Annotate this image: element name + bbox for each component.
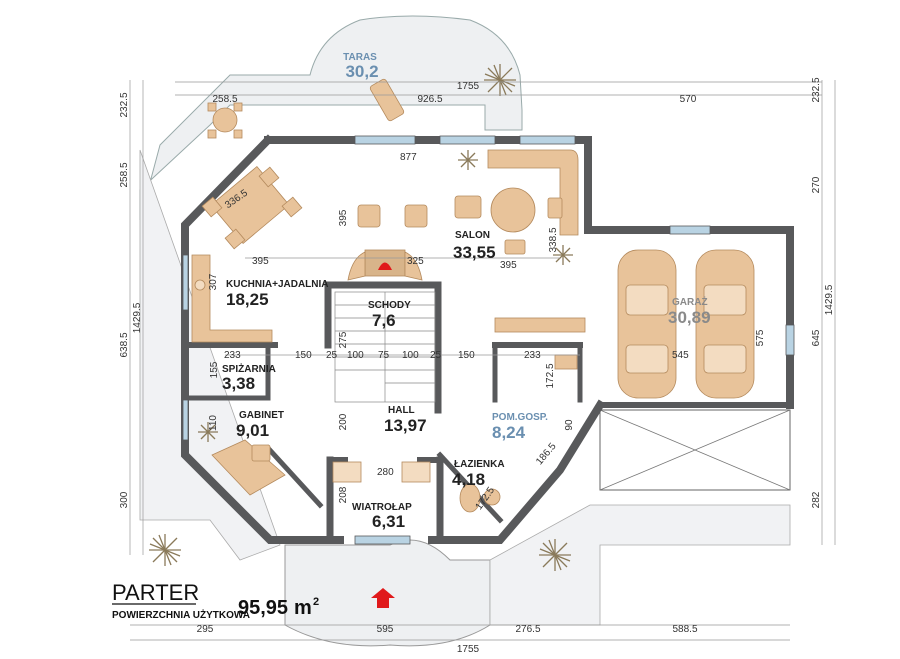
windows xyxy=(182,135,795,545)
dim-interior: 233 xyxy=(224,350,241,361)
walls xyxy=(181,134,794,544)
plant-icon xyxy=(149,64,573,571)
room-area-spizarnia: 3,38 xyxy=(222,374,255,393)
dim-right-2: 270 xyxy=(811,176,822,193)
legend-unit: m xyxy=(294,597,312,619)
dim-right-total: 1429.5 xyxy=(824,284,835,315)
legend-title: PARTER xyxy=(112,580,199,605)
dim-interior: 280 xyxy=(377,467,394,478)
dim-interior: 275 xyxy=(338,331,349,348)
legend-subtitle: POWIERZCHNIA UŻYTKOWA xyxy=(112,608,250,621)
dim-interior: 395 xyxy=(252,256,269,267)
staircase xyxy=(334,291,436,403)
dim-right-4: 282 xyxy=(811,491,822,508)
dim-interior: 172.5 xyxy=(545,363,556,388)
dim-interior: 25 xyxy=(430,350,442,361)
dim-interior: 25 xyxy=(326,350,338,361)
dimension-lines xyxy=(129,80,836,641)
room-area-taras: 30,2 xyxy=(345,62,378,81)
dim-interior: 395 xyxy=(338,209,349,226)
dim-top-total: 1755 xyxy=(457,81,480,92)
dim-interior: 150 xyxy=(295,350,312,361)
room-name-schody: SCHODY xyxy=(368,300,411,311)
legend-unit-sup: 2 xyxy=(313,596,319,608)
dim-interior: 877 xyxy=(400,152,417,163)
dim-interior: 233 xyxy=(524,350,541,361)
room-name-salon: SALON xyxy=(455,230,490,241)
room-area-wiatrolap: 6,31 xyxy=(372,512,405,531)
dim-interior: 545 xyxy=(672,350,689,361)
dim-top-2: 926.5 xyxy=(417,94,442,105)
dim-bottom-total: 1755 xyxy=(457,644,480,655)
room-name-lazienka: ŁAZIENKA xyxy=(454,459,505,470)
dimension-labels-right: 232.5 270 1429.5 645 282 xyxy=(811,77,835,508)
room-name-gabinet: GABINET xyxy=(239,410,284,421)
dim-interior: 110 xyxy=(208,415,219,431)
room-area-kuchnia: 18,25 xyxy=(226,290,269,309)
room-name-kuchnia: KUCHNIA+JADALNIA xyxy=(226,279,329,290)
room-area-schody: 7,6 xyxy=(372,311,396,330)
room-name-garaz: GARAŻ xyxy=(672,295,708,308)
dim-interior: 150 xyxy=(458,350,475,361)
room-labels: TARAS 30,2 SALON 33,55 KUCHNIA+JADALNIA … xyxy=(222,52,711,531)
room-area-gabinet: 9,01 xyxy=(236,421,269,440)
dimension-labels-bottom: 295 595 276.5 588.5 1755 xyxy=(197,624,698,655)
room-area-garaz: 30,89 xyxy=(668,308,711,327)
dim-interior: 208 xyxy=(338,486,349,503)
dim-left-2: 258.5 xyxy=(119,162,130,187)
room-name-taras: TARAS xyxy=(343,52,377,63)
room-name-spizarnia: SPIŻARNIA xyxy=(222,362,276,375)
room-area-pomgosp: 8,24 xyxy=(492,423,526,442)
dim-left-4: 300 xyxy=(119,491,130,508)
dim-interior: 338.5 xyxy=(548,227,559,252)
dim-interior: 186.5 xyxy=(534,441,559,468)
entrance-arrow-icon xyxy=(371,588,395,608)
room-name-hall: HALL xyxy=(388,405,415,416)
dim-top-1: 258.5 xyxy=(212,94,237,105)
room-area-lazienka: 4,18 xyxy=(452,470,485,489)
dim-right-1: 232.5 xyxy=(811,77,822,102)
dim-interior: 307 xyxy=(208,273,219,290)
room-area-hall: 13,97 xyxy=(384,416,427,435)
dim-bottom-3: 276.5 xyxy=(515,624,540,635)
dim-interior: 100 xyxy=(347,350,364,361)
plan-legend: PARTER POWIERZCHNIA UŻYTKOWA 95,95 m 2 xyxy=(112,580,319,621)
dim-bottom-1: 295 xyxy=(197,624,214,635)
room-area-salon: 33,55 xyxy=(453,243,496,262)
dimension-labels-left: 232.5 258.5 1429.5 638.5 300 xyxy=(119,92,143,508)
dim-top-3: 570 xyxy=(680,94,697,105)
dim-interior: 575 xyxy=(755,329,766,346)
dim-interior: 90 xyxy=(564,419,575,431)
dim-interior: 155 xyxy=(209,361,220,378)
dim-left-1: 232.5 xyxy=(119,92,130,117)
legend-area: 95,95 xyxy=(238,597,288,619)
furniture xyxy=(191,78,755,513)
dim-interior: 75 xyxy=(378,350,390,361)
dim-interior: 200 xyxy=(338,413,349,430)
dim-interior: 100 xyxy=(402,350,419,361)
dim-left-3: 638.5 xyxy=(119,332,130,357)
dim-bottom-4: 588.5 xyxy=(672,624,697,635)
car-icon xyxy=(695,249,755,399)
dim-bottom-2: 595 xyxy=(377,624,394,635)
dim-left-total: 1429.5 xyxy=(132,302,143,333)
dim-interior: 325 xyxy=(407,256,424,267)
dim-interior: 395 xyxy=(500,260,517,271)
dimension-labels-top: 1755 258.5 926.5 570 xyxy=(212,81,696,105)
room-name-wiatrolap: WIATROŁAP xyxy=(352,502,412,513)
dim-right-3: 645 xyxy=(811,329,822,346)
room-name-pomgosp: POM.GOSP. xyxy=(492,412,548,423)
car-icon xyxy=(617,249,677,399)
